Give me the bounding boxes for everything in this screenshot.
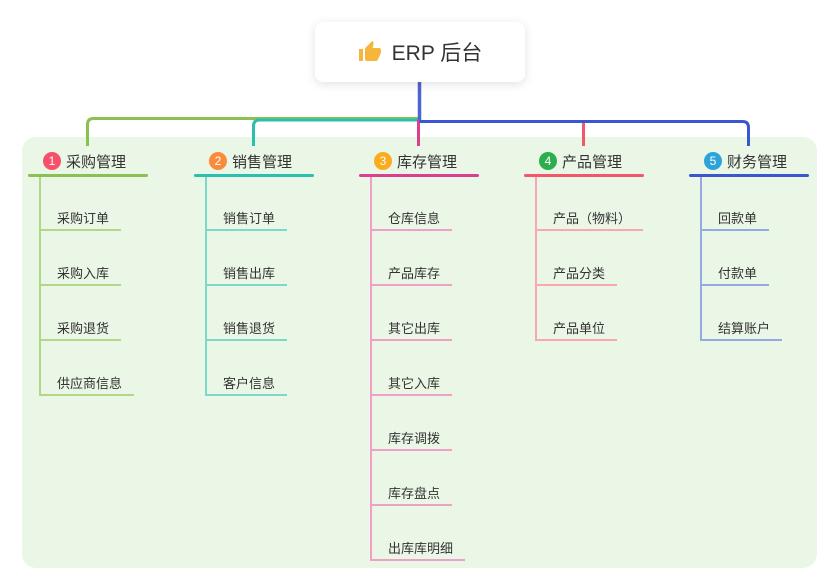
branch-1-underline <box>28 174 148 177</box>
root-label: ERP 后台 <box>391 42 483 65</box>
branch-4-item-1[interactable]: 产品（物料） <box>535 207 644 231</box>
branches-panel <box>22 137 817 568</box>
branch-1-label: 采购管理 <box>66 153 127 171</box>
branch-2-underline <box>194 174 314 177</box>
branch-3-label: 库存管理 <box>397 153 458 171</box>
branch-4-header[interactable]: 4 产品管理 <box>539 151 622 171</box>
branch-4-spine <box>535 177 537 341</box>
branch-1-item-3[interactable]: 采购退货 <box>39 317 122 341</box>
branch-2-header[interactable]: 2 销售管理 <box>209 151 292 171</box>
branch-3-spine <box>370 177 372 561</box>
branch-2-item-3[interactable]: 销售退货 <box>205 317 288 341</box>
root-node[interactable]: ERP 后台 <box>315 22 525 82</box>
branch-5-underline <box>689 174 809 177</box>
branch-3-item-5[interactable]: 库存调拨 <box>370 427 453 451</box>
branch-3-item-1[interactable]: 仓库信息 <box>370 207 453 231</box>
branch-2-spine <box>205 177 207 396</box>
branch-1-header[interactable]: 1 采购管理 <box>43 151 126 171</box>
branch-5-badge: 5 <box>704 152 722 170</box>
branch-3-item-6[interactable]: 库存盘点 <box>370 482 453 506</box>
branch-3-item-4[interactable]: 其它入库 <box>370 372 453 396</box>
branch-2-item-4[interactable]: 客户信息 <box>205 372 288 396</box>
branch-4-label: 产品管理 <box>562 153 623 171</box>
branch-3-item-7[interactable]: 出库库明细 <box>370 537 466 561</box>
branch-3-header[interactable]: 3 库存管理 <box>374 151 457 171</box>
branch-1-item-4[interactable]: 供应商信息 <box>39 372 135 396</box>
branch-4-item-2[interactable]: 产品分类 <box>535 262 618 286</box>
branch-4-underline <box>524 174 644 177</box>
branch-1-item-2[interactable]: 采购入库 <box>39 262 122 286</box>
branch-2-badge: 2 <box>209 152 227 170</box>
branch-2-item-1[interactable]: 销售订单 <box>205 207 288 231</box>
branch-3-item-2[interactable]: 产品库存 <box>370 262 453 286</box>
branch-3-item-3[interactable]: 其它出库 <box>370 317 453 341</box>
branch-1-badge: 1 <box>43 152 61 170</box>
branch-5-spine <box>700 177 702 341</box>
branch-4-item-3[interactable]: 产品单位 <box>535 317 618 341</box>
thumbs-up-icon <box>358 41 381 61</box>
branch-2-item-2[interactable]: 销售出库 <box>205 262 288 286</box>
branch-1-spine <box>39 177 41 396</box>
branch-3-underline <box>359 174 479 177</box>
branch-1-item-1[interactable]: 采购订单 <box>39 207 122 231</box>
branch-5-item-1[interactable]: 回款单 <box>700 207 770 231</box>
branch-5-label: 财务管理 <box>727 153 788 171</box>
branch-5-header[interactable]: 5 财务管理 <box>704 151 787 171</box>
branch-5-item-3[interactable]: 结算账户 <box>700 317 783 341</box>
branch-4-badge: 4 <box>539 152 557 170</box>
branch-2-label: 销售管理 <box>232 153 293 171</box>
branch-3-badge: 3 <box>374 152 392 170</box>
branch-5-item-2[interactable]: 付款单 <box>700 262 770 286</box>
